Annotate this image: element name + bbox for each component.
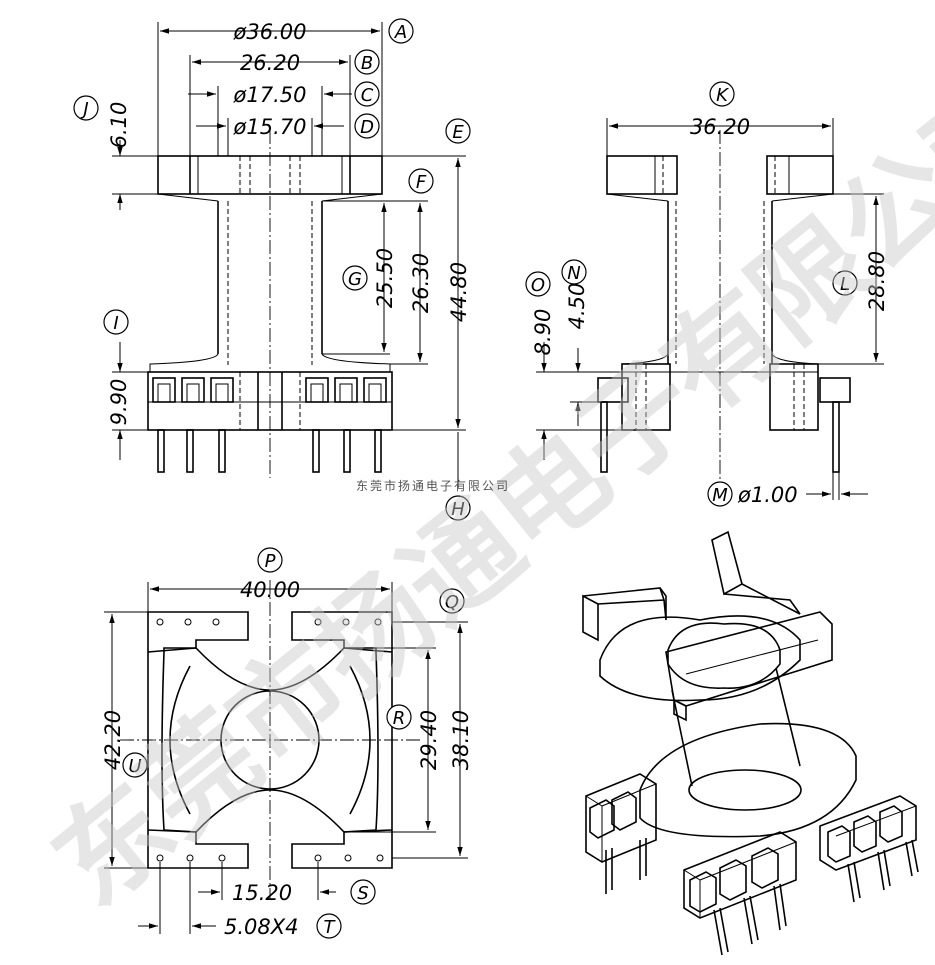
label-R: R (386, 704, 412, 730)
dim-I-text: 9.90 (107, 379, 131, 426)
dim-L-text: 28.80 (865, 251, 889, 311)
label-P: P (257, 547, 283, 573)
svg-text:T: T (324, 917, 337, 938)
svg-text:L: L (840, 274, 850, 295)
svg-text:K: K (716, 85, 729, 106)
label-I: I (103, 309, 129, 335)
dim-M-text: ø1.00 (737, 483, 798, 507)
pin-holes-top (156, 618, 382, 626)
label-L: L (832, 270, 858, 296)
label-B: B (354, 49, 380, 75)
dim-T-text: 5.08X4 (224, 915, 299, 939)
dim-J-text: 6.10 (107, 102, 131, 149)
dim-R-text: 29.40 (417, 710, 441, 770)
bottom-outline (147, 611, 249, 869)
dim-B-text: 26.20 (240, 51, 300, 75)
svg-text:B: B (361, 53, 373, 74)
svg-text:D: D (360, 117, 374, 138)
dim-E-text: 44.80 (447, 262, 471, 322)
dim-G-text: 25.50 (373, 248, 397, 308)
label-U: U (122, 752, 148, 778)
svg-text:P: P (265, 551, 276, 572)
label-O: O (525, 271, 551, 297)
label-H: H (445, 495, 471, 521)
side-view: 36.20 28.80 8.90 4.50 ø1.00 K L M N O (525, 81, 889, 507)
watermark-small-text: 东莞市扬通电子有限公司 (356, 478, 510, 493)
label-N: N (561, 259, 587, 285)
svg-text:N: N (567, 263, 580, 284)
svg-text:Q: Q (445, 592, 459, 613)
svg-text:U: U (128, 756, 141, 777)
isometric-view (582, 530, 919, 956)
label-T: T (316, 913, 342, 939)
dim-O-text: 8.90 (531, 309, 555, 356)
svg-text:F: F (416, 172, 427, 193)
dim-C-text: ø17.50 (233, 83, 307, 107)
dim-K-text: 36.20 (690, 115, 750, 139)
label-F: F (408, 168, 434, 194)
dim-D-text: ø15.70 (233, 115, 307, 139)
label-D: D (354, 113, 380, 139)
svg-text:A: A (394, 22, 407, 43)
dim-A-text: ø36.00 (233, 20, 307, 44)
front-view: ø36.00 26.20 ø17.50 ø15.70 6.10 9.90 (73, 18, 471, 521)
bottom-view: 40.00 42.20 29.40 38.10 15.20 5.08X4 P Q… (101, 547, 473, 939)
svg-text:G: G (348, 269, 362, 290)
dim-G2-text: 26.30 (409, 253, 433, 313)
svg-text:R: R (393, 708, 406, 729)
label-E: E (445, 118, 471, 144)
svg-text:M: M (712, 485, 728, 506)
dim-Q-text: 38.10 (449, 710, 473, 770)
label-M: M (707, 481, 733, 507)
pin-slots (152, 377, 387, 403)
pin-holes-bottom (156, 854, 384, 862)
dim-P-text: 40.00 (240, 578, 300, 602)
label-A: A (388, 18, 414, 44)
dim-N-text: 4.50 (565, 283, 589, 330)
label-G: G (342, 265, 368, 291)
svg-text:E: E (452, 122, 464, 143)
label-C: C (354, 81, 380, 107)
dim-S-text: 15.20 (232, 881, 292, 905)
label-K: K (709, 81, 735, 107)
pins (157, 429, 382, 473)
svg-text:C: C (361, 85, 374, 106)
svg-text:I: I (113, 313, 118, 334)
watermark: 东莞市扬通电子有限公司 东莞市扬通电子有限公司 (30, 55, 935, 931)
label-S: S (350, 879, 376, 905)
label-Q: Q (439, 588, 465, 614)
dim-U-text: 42.20 (101, 710, 125, 770)
label-J: J (73, 95, 99, 121)
svg-text:H: H (451, 499, 465, 520)
pin-header (147, 371, 393, 431)
svg-text:O: O (531, 275, 545, 296)
svg-text:J: J (80, 99, 88, 120)
svg-text:S: S (357, 883, 368, 904)
